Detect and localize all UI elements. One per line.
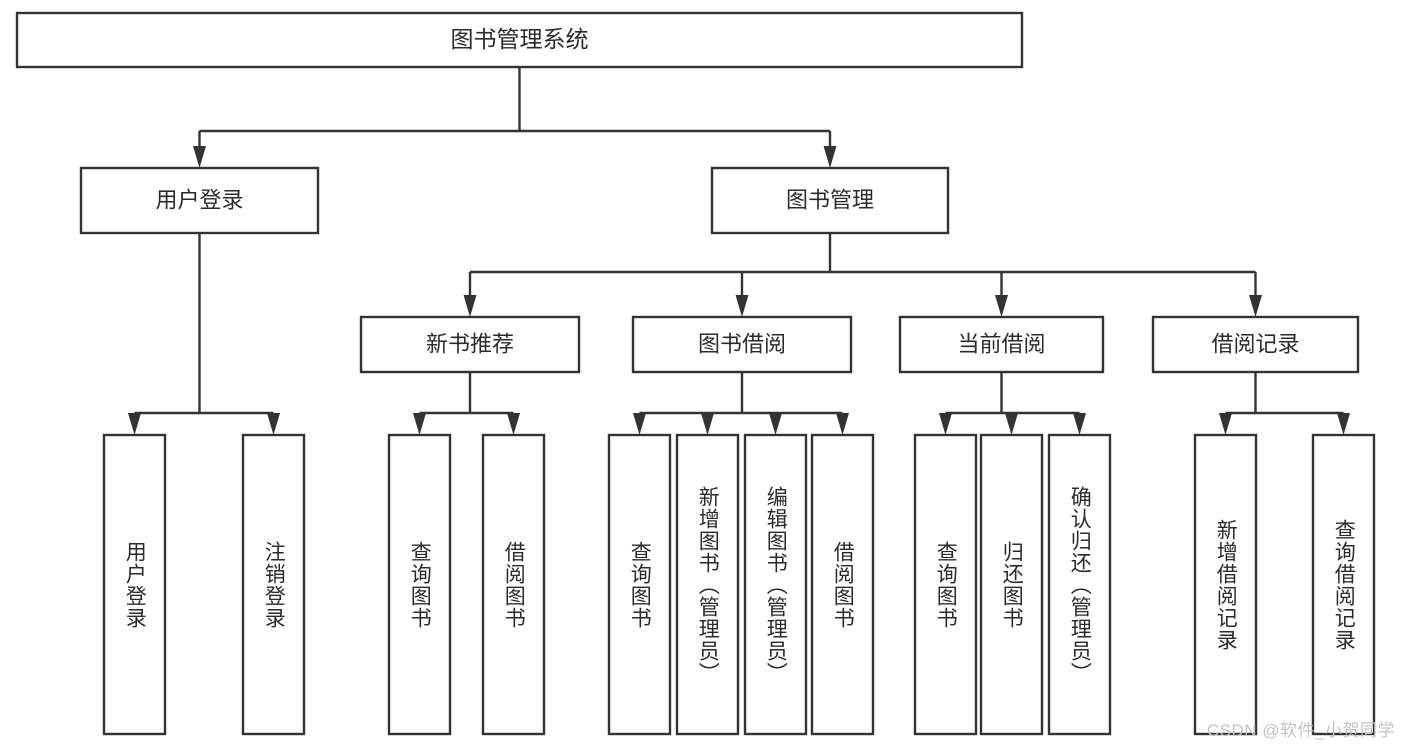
node-box-current-borrow[interactable] (898, 315, 1105, 374)
node-box-leaf-add-record[interactable] (1193, 433, 1258, 736)
boxes-layer (15, 11, 1376, 736)
node-box-leaf-borrow-book-rec[interactable] (481, 433, 546, 736)
node-box-leaf-return-book[interactable] (979, 433, 1044, 736)
connectors-layer (128, 67, 1350, 435)
node-box-borrow-record[interactable] (1151, 315, 1360, 374)
node-box-leaf-confirm-return[interactable] (1047, 433, 1112, 736)
arrow-head-icon (735, 295, 749, 317)
node-box-leaf-add-book[interactable] (675, 433, 740, 736)
arrow-head-icon (769, 413, 782, 435)
arrow-head-icon (701, 413, 714, 435)
node-box-user-login[interactable] (79, 166, 320, 235)
node-label-borrow-record: 借阅记录 (1211, 331, 1299, 356)
node-box-leaf-borrow-book[interactable] (810, 433, 875, 736)
node-box-new-book-recommend[interactable] (359, 315, 581, 374)
arrow-head-icon (413, 413, 426, 435)
node-box-leaf-logout[interactable] (241, 433, 306, 736)
arrow-head-icon (267, 413, 280, 435)
node-label-book-borrow: 图书借阅 (698, 331, 786, 356)
node-box-root[interactable] (15, 11, 1024, 69)
arrow-head-icon (995, 295, 1008, 317)
arrow-head-icon (463, 295, 477, 317)
arrow-head-icon (128, 413, 141, 435)
node-label-new-book-recommend: 新书推荐 (426, 331, 514, 356)
node-label-book-manage: 图书管理 (786, 187, 874, 212)
node-box-leaf-query-record[interactable] (1311, 433, 1376, 736)
node-box-leaf-edit-book[interactable] (743, 433, 808, 736)
node-box-leaf-user-login[interactable] (102, 433, 167, 736)
arrow-head-icon (823, 146, 837, 168)
node-label-root: 图书管理系统 (451, 26, 589, 52)
arrow-head-icon (1219, 413, 1232, 435)
arrow-head-icon (633, 413, 646, 435)
arrow-head-icon (1249, 295, 1262, 317)
arrow-head-icon (1073, 413, 1086, 435)
node-label-user-login: 用户登录 (155, 187, 243, 212)
watermark-text: CSDN @软件_小贺同学 (1206, 721, 1395, 740)
node-box-leaf-query-book-borrow[interactable] (607, 433, 672, 736)
node-box-book-borrow[interactable] (631, 315, 853, 374)
arrow-head-icon (1337, 413, 1350, 435)
arrow-head-icon (939, 413, 952, 435)
arrow-head-icon (1005, 413, 1018, 435)
node-box-leaf-query-book-current[interactable] (913, 433, 978, 736)
node-box-book-manage[interactable] (710, 166, 950, 235)
arrow-head-icon (836, 413, 849, 435)
node-box-leaf-query-book-rec[interactable] (387, 433, 452, 736)
arrow-head-icon (193, 146, 206, 168)
node-label-current-borrow: 当前借阅 (957, 331, 1045, 356)
arrow-head-icon (507, 413, 520, 435)
